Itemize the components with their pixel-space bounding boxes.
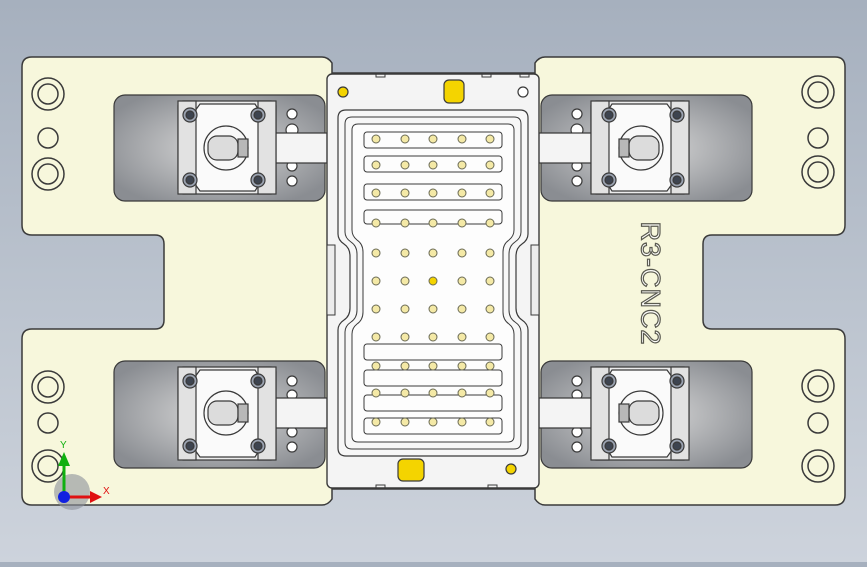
pin-grid (371, 134, 495, 427)
y-axis-label: Y (60, 440, 67, 451)
locating-pins (337, 79, 529, 482)
central-nest[interactable] (326, 73, 540, 489)
mounting-holes-left (31, 77, 65, 483)
axis-triad (54, 452, 102, 510)
toggle-clamp-top-left[interactable] (177, 100, 277, 195)
toggle-clamp-bottom-left[interactable] (177, 366, 277, 461)
small-holes (285, 108, 584, 453)
x-axis-label: X (103, 486, 110, 497)
center-pin (428, 276, 438, 286)
toggle-clamp-bottom-right[interactable] (590, 366, 690, 461)
mounting-holes-right (801, 75, 835, 483)
toggle-clamp-top-right[interactable] (590, 100, 690, 195)
